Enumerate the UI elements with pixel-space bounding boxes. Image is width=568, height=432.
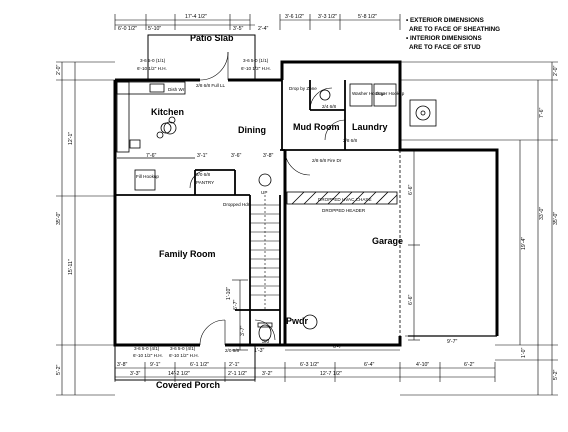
- room-covered-porch: Covered Porch: [156, 380, 220, 390]
- dimension-labels: 6'-0 1/2" 5'-10" 3'-5" 17'-4 1/2" 2'-4" …: [56, 14, 559, 380]
- label-pwdr-door: 2/0 6/8: [225, 348, 239, 353]
- dim-top-left-2: 5'-10": [148, 26, 161, 32]
- dim-bot-span-2: 12'-7 1/2": [320, 371, 342, 377]
- dim-bot-1: 3'-8": [117, 362, 127, 368]
- label-window-bottom-left-hh: 6'-10 1/2" H.H.: [133, 353, 163, 358]
- dim-garage-4: 9'-7": [447, 339, 457, 345]
- label-window-bottom-right-hh: 6'-10 1/2" H.H.: [169, 353, 199, 358]
- dim-bot-5: 6'-3 1/2": [300, 362, 319, 368]
- dim-right-2: 7'-6": [539, 108, 545, 118]
- note-line-2: ARE TO FACE OF SHEATHING: [409, 26, 500, 33]
- label-stairs-up: UP: [261, 190, 267, 195]
- door-swings: [189, 51, 346, 346]
- dim-int-4: 3'-8": [263, 153, 273, 159]
- dim-top-mid-2: 3'-3 1/2": [318, 14, 337, 20]
- dim-top-mid-3: 5'-8 1/2": [358, 14, 377, 20]
- stair-treads: [250, 195, 280, 310]
- dim-bot-9: 1'-10": [226, 287, 232, 300]
- dimension-lines: [56, 14, 558, 396]
- dim-bot-span-1: 14'-2 1/2": [168, 371, 190, 377]
- dim-garage-2: 6'-6": [408, 295, 414, 305]
- label-dryer-hookup: Dryer Hookup: [376, 91, 405, 96]
- label-door-2468: 2/4 6/8: [322, 104, 336, 109]
- label-window-left: 3-6 5-0 (1/1): [140, 58, 166, 63]
- dim-bot-6: 6'-4": [364, 362, 374, 368]
- label-dropped-hdr: Dropped Hdr: [223, 202, 250, 207]
- dim-right-3: 33'-0": [539, 207, 545, 220]
- fixtures: [163, 83, 437, 342]
- exterior-walls: [113, 34, 499, 381]
- dim-int-3: 3'-6": [231, 153, 241, 159]
- label-dish-wr: Dish Wr: [168, 87, 185, 92]
- room-garage: Garage: [372, 236, 403, 246]
- dim-bot-12: 3'-3": [130, 371, 140, 377]
- label-window-right: 3-6 5-0 (1/1): [243, 58, 269, 63]
- dim-int-2: 3'-1": [197, 153, 207, 159]
- label-door-full-ll: 2/8 6/8 Full LL: [196, 83, 226, 88]
- dim-top-left-3: 3'-5": [233, 26, 243, 32]
- dimension-notes: • EXTERIOR DIMENSIONS ARE TO FACE OF SHE…: [406, 17, 500, 51]
- label-door-2068: 2/0 6/8: [196, 172, 210, 177]
- dim-garage-3: 6'-7": [333, 344, 343, 350]
- dim-garage-1: 6'-6": [408, 185, 414, 195]
- dim-left-5: 5'-2": [56, 365, 62, 375]
- room-family-room: Family Room: [159, 249, 216, 259]
- dim-stair: 6'-7": [233, 300, 239, 310]
- room-mud-room: Mud Room: [293, 122, 340, 132]
- label-drop-zone: Drop by Zone: [289, 86, 317, 91]
- label-dropped-hvac: DROPPED HVAC CHASE: [318, 197, 372, 202]
- dim-stair-width: 1'-3": [254, 348, 264, 354]
- dim-bot-7: 4'-10": [416, 362, 429, 368]
- dim-bot-span-3: 2'-1 1/2": [228, 371, 247, 377]
- room-pwdr: Pwdr: [286, 316, 309, 326]
- room-laundry: Laundry: [352, 122, 388, 132]
- dim-bot-8: 6'-2": [464, 362, 474, 368]
- label-dropped-header: DROPPED HEADER: [322, 208, 366, 213]
- label-fill-hookup: Fill Hookup: [136, 174, 159, 179]
- interior-walls: [115, 80, 400, 345]
- dim-right-7: 5'-2": [553, 370, 559, 380]
- dim-bot-2: 9'-1": [150, 362, 160, 368]
- dim-bot-10: 3'-7": [240, 326, 246, 336]
- room-kitchen: Kitchen: [151, 107, 184, 117]
- dim-left-3: 35'-0": [56, 212, 62, 225]
- label-fire-door: 2/8 6/8 Fire Dr: [312, 158, 342, 163]
- label-mud-door: 2/8 6/8: [343, 138, 357, 143]
- dim-right-1: 2'-0": [553, 66, 559, 76]
- note-line-1: • EXTERIOR DIMENSIONS: [406, 17, 484, 24]
- label-washer-hookup: Washer Hookup: [352, 91, 385, 96]
- room-labels: Patio Slab Kitchen Dining Mud Room Laund…: [151, 33, 403, 390]
- dim-right-4: 35'-0": [553, 212, 559, 225]
- note-line-4: ARE TO FACE OF STUD: [409, 44, 481, 51]
- label-pantry: PANTRY: [196, 180, 214, 185]
- room-dining: Dining: [238, 125, 266, 135]
- note-line-3: • INTERIOR DIMENSIONS: [406, 35, 482, 42]
- dim-top-right-1: 2'-4": [258, 26, 268, 32]
- dim-bot-4: 3'-2": [262, 371, 272, 377]
- dim-left-2: 12'-1": [68, 132, 74, 145]
- label-window-left-hh: 6'-10 1/2" H.H.: [137, 66, 167, 71]
- kitchen-counters: [116, 81, 195, 191]
- label-window-right-hh: 6'-10 1/2" H.H.: [241, 66, 271, 71]
- label-window-bottom-left: 3-6 5-0 (4/1): [134, 346, 160, 351]
- dim-top-left-1: 6'-0 1/2": [118, 26, 137, 32]
- dim-right-6: 1'-0": [521, 348, 527, 358]
- dim-top-span: 17'-4 1/2": [185, 14, 207, 20]
- dim-bot-3: 6'-1 1/2": [190, 362, 209, 368]
- dim-bot-11: 2'-1": [229, 362, 239, 368]
- dim-left-4: 15'-11": [68, 259, 74, 275]
- label-window-bottom-right: 3-6 5-0 (4/1): [170, 346, 196, 351]
- room-patio-slab: Patio Slab: [190, 33, 234, 43]
- dim-left-1: 2'-0": [56, 65, 62, 75]
- dim-pwdr-width: 3/0: [262, 339, 269, 345]
- dim-right-5: 19'-4": [521, 237, 527, 250]
- dim-int-1: 7'-6": [146, 153, 156, 159]
- dim-top-mid-1: 3'-6 1/2": [285, 14, 304, 20]
- fixture-labels: Dish Wr Fill Hookup PANTRY Dropped Hdr D…: [133, 58, 405, 358]
